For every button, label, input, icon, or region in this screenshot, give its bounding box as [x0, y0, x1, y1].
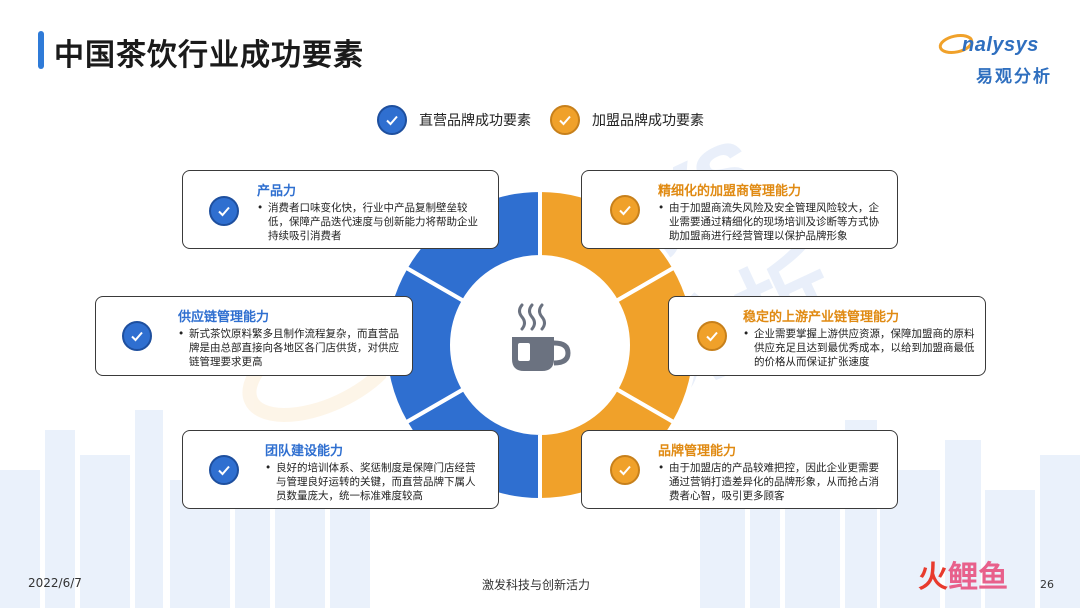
- factor-description: 良好的培训体系、奖惩制度是保障门店经营与管理良好运转的关键，而直营品牌下属人员数…: [265, 461, 485, 503]
- factor-description: 由于加盟店的产品较难把控，因此企业更需要通过营销打造差异化的品牌形象，从而抢占消…: [658, 461, 888, 503]
- factor-card-upstream: 稳定的上游产业链管理能力 企业需要掌握上游供应资源，保障加盟商的原料供应充足且达…: [668, 296, 986, 376]
- factor-title: 团队建设能力: [265, 444, 344, 459]
- factor-title: 品牌管理能力: [658, 444, 737, 459]
- brand-char: 火: [918, 560, 948, 595]
- legend-label-franchise: 加盟品牌成功要素: [592, 113, 704, 129]
- factor-card-team: 团队建设能力 良好的培训体系、奖惩制度是保障门店经营与管理良好运转的关键，而直营…: [182, 430, 499, 509]
- legend-franchise: 加盟品牌成功要素: [550, 104, 704, 136]
- factor-title: 精细化的加盟商管理能力: [658, 184, 802, 199]
- check-icon: [550, 105, 580, 135]
- analysys-logo: nalysys 易观分析: [938, 20, 1068, 87]
- factor-title: 产品力: [257, 184, 297, 199]
- page-number: 26: [1040, 578, 1054, 591]
- brand-char: 鲤: [948, 560, 978, 595]
- logo-chinese: 易观分析: [976, 67, 1052, 87]
- logo-swoosh-icon: [938, 33, 974, 55]
- factor-description: 企业需要掌握上游供应资源，保障加盟商的原料供应充足且达到最优秀成本，以给到加盟商…: [743, 327, 975, 369]
- factor-description: 新式茶饮原料繁多且制作流程复杂，而直营品牌是由总部直接向各地区各门店供货，对供应…: [178, 327, 400, 369]
- factor-title: 供应链管理能力: [178, 310, 270, 325]
- check-icon: [610, 195, 640, 225]
- factor-description: 消费者口味变化快，行业中产品复制壁垒较低，保障产品迭代速度与创新能力将帮助企业持…: [257, 201, 485, 243]
- brand-char: 鱼: [978, 560, 1008, 595]
- check-icon: [209, 196, 239, 226]
- page-title: 中国茶饮行业成功要素: [54, 38, 364, 73]
- factor-description: 由于加盟商流失风险及安全管理风险较大，企业需要通过精细化的现场培训及诊断等方式协…: [658, 201, 888, 243]
- check-icon: [610, 455, 640, 485]
- footer-slogan: 激发科技与创新活力: [482, 578, 591, 592]
- title-accent-bar: [38, 31, 44, 69]
- logo-english: nalysys: [962, 34, 1039, 56]
- check-icon: [697, 321, 727, 351]
- legend-direct: 直营品牌成功要素: [377, 104, 531, 136]
- factor-title: 稳定的上游产业链管理能力: [743, 310, 900, 325]
- factor-card-brand: 品牌管理能力 由于加盟店的产品较难把控，因此企业更需要通过营销打造差异化的品牌形…: [581, 430, 898, 509]
- check-icon: [209, 455, 239, 485]
- footer-date: 2022/6/7: [28, 576, 82, 590]
- legend-label-direct: 直营品牌成功要素: [419, 113, 531, 129]
- factor-card-product: 产品力 消费者口味变化快，行业中产品复制壁垒较低，保障产品迭代速度与创新能力将帮…: [182, 170, 499, 249]
- factor-card-franchisee-mgmt: 精细化的加盟商管理能力 由于加盟商流失风险及安全管理风险较大，企业需要通过精细化…: [581, 170, 898, 249]
- check-icon: [377, 105, 407, 135]
- coffee-cup-icon: [512, 303, 571, 371]
- factor-card-supply-chain: 供应链管理能力 新式茶饮原料繁多且制作流程复杂，而直营品牌是由总部直接向各地区各…: [95, 296, 413, 376]
- brand-logo: 火 鲤 鱼: [918, 560, 1008, 596]
- check-icon: [122, 321, 152, 351]
